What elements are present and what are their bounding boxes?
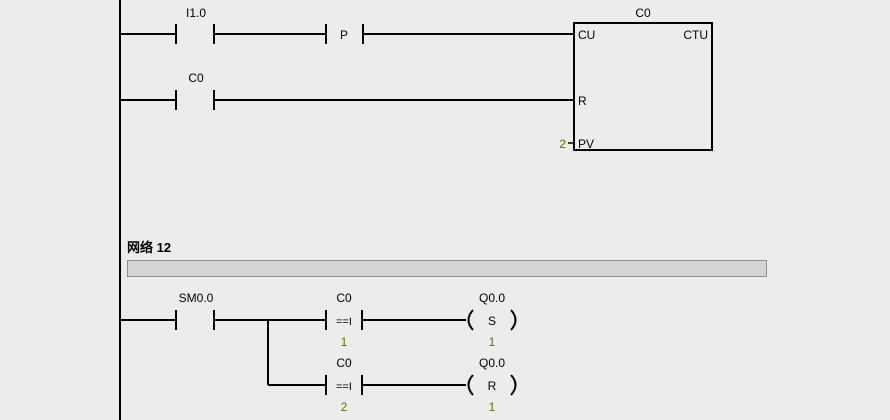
- coil-reset-op: R: [488, 379, 497, 393]
- ctu-counter-box[interactable]: [573, 22, 713, 151]
- contact-p-label: P: [340, 28, 348, 42]
- counter-pv-value: 2: [559, 137, 566, 151]
- network-title[interactable]: 网络 12: [127, 240, 172, 255]
- counter-pin-cu: CU: [578, 28, 595, 42]
- compare1-value: 1: [341, 335, 348, 349]
- coil-set-value: 1: [489, 335, 496, 349]
- coil-set-op: S: [488, 314, 496, 328]
- coil-reset[interactable]: [467, 374, 517, 396]
- compare-contact-1[interactable]: [325, 310, 363, 330]
- counter-type: CTU: [683, 28, 708, 42]
- compare2-operator: ==I: [336, 381, 352, 393]
- coil-reset-value: 1: [489, 400, 496, 414]
- contact-i10-address: I1.0: [186, 6, 206, 20]
- coil-set-address: Q0.0: [479, 291, 505, 305]
- counter-address: C0: [635, 6, 651, 20]
- network-comment-bar[interactable]: [127, 260, 767, 277]
- compare1-address: C0: [336, 291, 352, 305]
- contact-c0[interactable]: [175, 90, 215, 110]
- contact-sm00-address: SM0.0: [179, 291, 214, 305]
- contact-p[interactable]: [325, 24, 364, 44]
- compare1-operator: ==I: [336, 316, 352, 328]
- compare2-address: C0: [336, 356, 352, 370]
- coil-reset-address: Q0.0: [479, 356, 505, 370]
- contact-i10[interactable]: [175, 24, 215, 44]
- compare2-value: 2: [341, 400, 348, 414]
- contact-sm00[interactable]: [175, 310, 215, 330]
- counter-pin-r: R: [578, 94, 587, 108]
- counter-pin-pv: PV: [578, 137, 594, 151]
- contact-c0-address: C0: [188, 71, 204, 85]
- rung-12-main: [120, 319, 466, 386]
- compare-contact-2[interactable]: [325, 375, 363, 395]
- coil-set[interactable]: [467, 309, 517, 331]
